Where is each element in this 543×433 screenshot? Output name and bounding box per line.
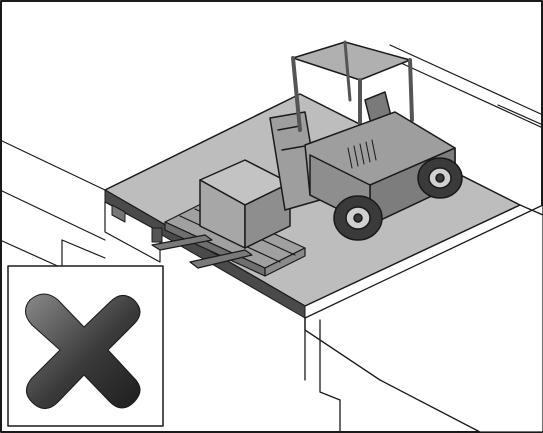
dock-floor-slab bbox=[304, 204, 543, 433]
x-icon bbox=[25, 293, 141, 409]
forklift-wheel-rear bbox=[417, 157, 463, 199]
forklift-wheel-front bbox=[333, 195, 383, 241]
forklift-forks bbox=[151, 234, 253, 269]
status-inset bbox=[7, 265, 164, 427]
forklift bbox=[269, 40, 463, 241]
leveler-bracket bbox=[111, 204, 163, 243]
back-wall bbox=[389, 44, 543, 129]
